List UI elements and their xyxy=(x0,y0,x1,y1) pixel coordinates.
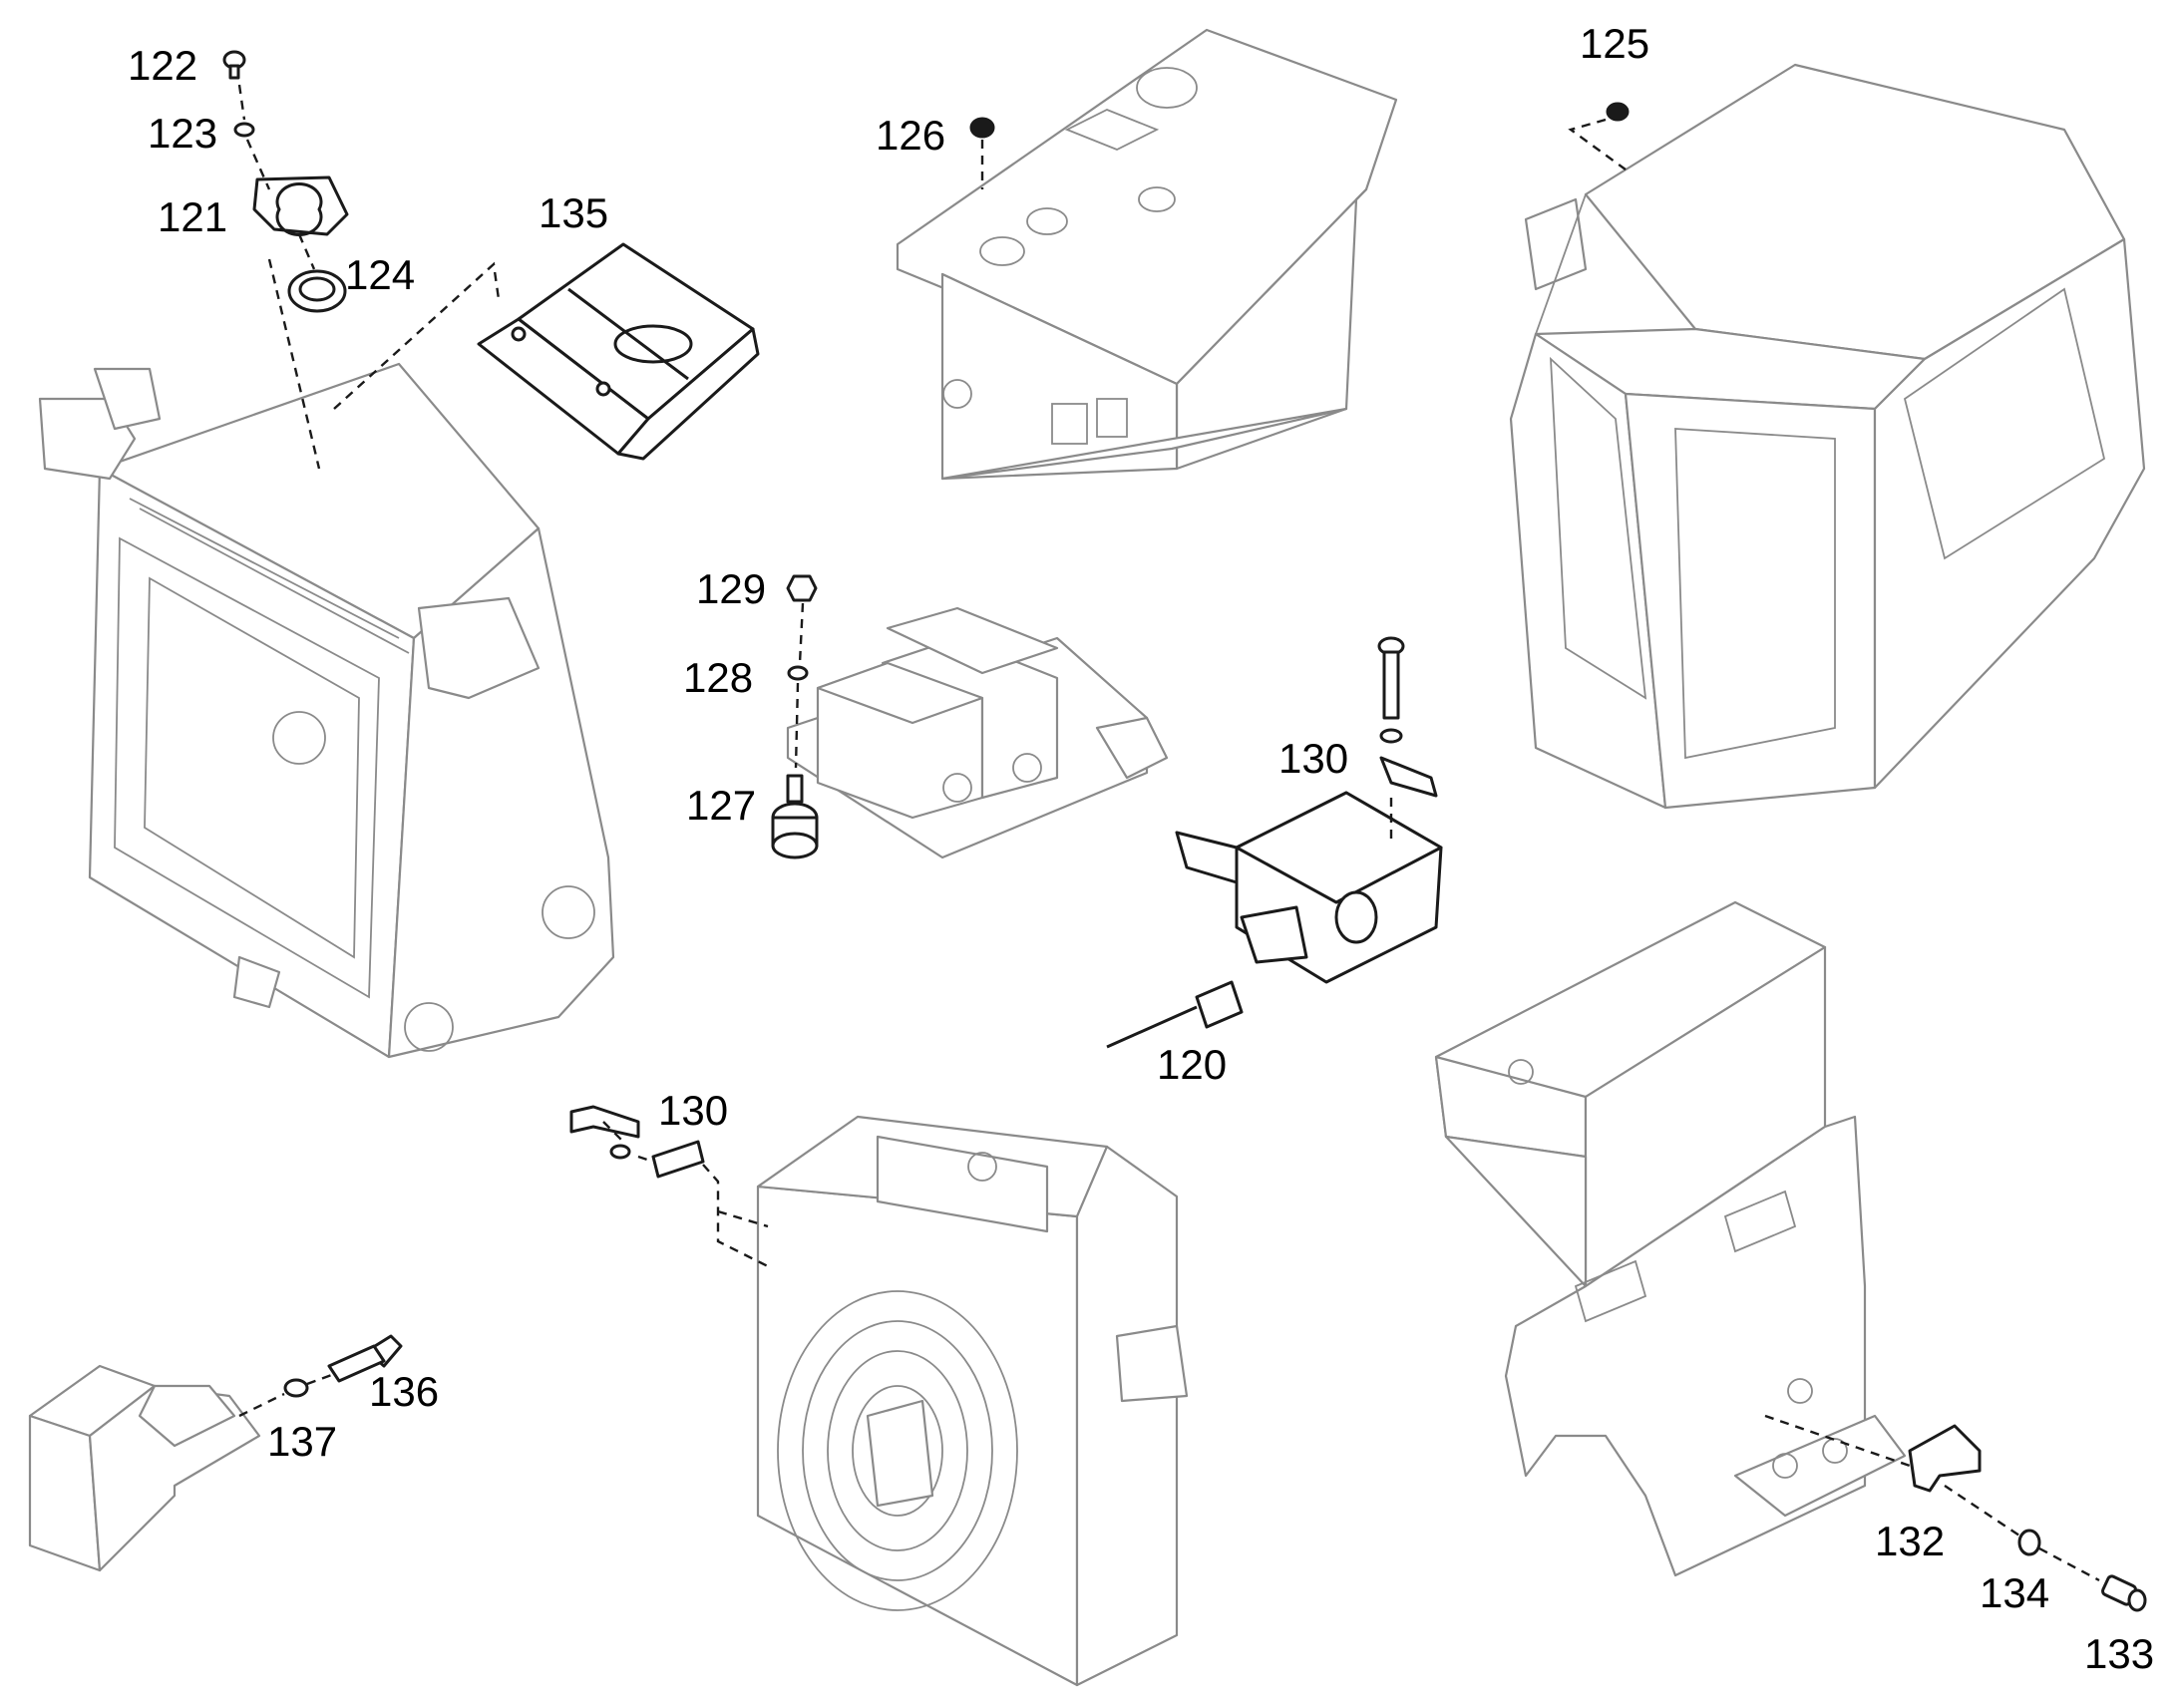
bolt-122 xyxy=(222,50,246,80)
washer-134 xyxy=(2017,1529,2041,1556)
washer-128 xyxy=(787,665,809,681)
callout-121: 121 xyxy=(158,193,227,240)
screw-133 xyxy=(2100,1574,2147,1612)
callout-137: 137 xyxy=(267,1418,337,1465)
callout-127: 127 xyxy=(686,782,756,829)
cab-125-mount xyxy=(1509,63,2146,810)
isolator-127 xyxy=(771,774,819,859)
hardware-stack-136-137 xyxy=(238,1334,403,1418)
washer-130a xyxy=(1379,728,1403,744)
callout-135: 135 xyxy=(539,189,608,236)
clip-130a xyxy=(1379,756,1438,798)
callout-125: 125 xyxy=(1580,20,1649,67)
bracket-121 xyxy=(252,175,349,236)
nut-125 xyxy=(1606,102,1630,122)
cooler-fan-assembly xyxy=(756,1115,1189,1687)
hardware-stack-127-129 xyxy=(771,574,819,859)
callout-134: 134 xyxy=(1980,1569,2049,1616)
callout-132: 132 xyxy=(1875,1518,1945,1564)
side-panel-assembly xyxy=(1434,900,1907,1577)
main-frame xyxy=(38,362,615,1059)
callout-124: 124 xyxy=(345,251,415,298)
washer-123 xyxy=(233,122,255,138)
callout-129: 129 xyxy=(696,565,766,612)
callout-126: 126 xyxy=(876,112,945,159)
valve-assembly xyxy=(1106,791,1443,1049)
callout-133: 133 xyxy=(2084,1630,2154,1677)
callout-123: 123 xyxy=(148,110,217,157)
washer-137 xyxy=(283,1378,309,1398)
callout-130-valve: 130 xyxy=(1278,735,1348,782)
nut-129 xyxy=(786,574,818,602)
tray-135 xyxy=(477,242,760,461)
guard-assembly xyxy=(28,1364,261,1572)
grommet-124 xyxy=(287,269,347,313)
clip-130b xyxy=(651,1140,705,1179)
callout-122: 122 xyxy=(128,42,197,89)
washer-130b xyxy=(609,1144,631,1160)
callout-130-cooler: 130 xyxy=(658,1087,728,1134)
callout-136: 136 xyxy=(369,1368,439,1415)
junction-box-assembly xyxy=(786,606,1169,859)
hardware-stack-121-124 xyxy=(222,50,349,470)
hardware-stack-130b xyxy=(569,1105,769,1268)
plug-126 xyxy=(969,117,995,139)
callout-120: 120 xyxy=(1157,1041,1227,1088)
bracket-132 xyxy=(1908,1424,1982,1493)
console-126-mount xyxy=(896,28,1398,481)
callout-128: 128 xyxy=(683,654,753,701)
bolt-130a xyxy=(1377,636,1405,720)
bolt-136 xyxy=(327,1334,403,1383)
